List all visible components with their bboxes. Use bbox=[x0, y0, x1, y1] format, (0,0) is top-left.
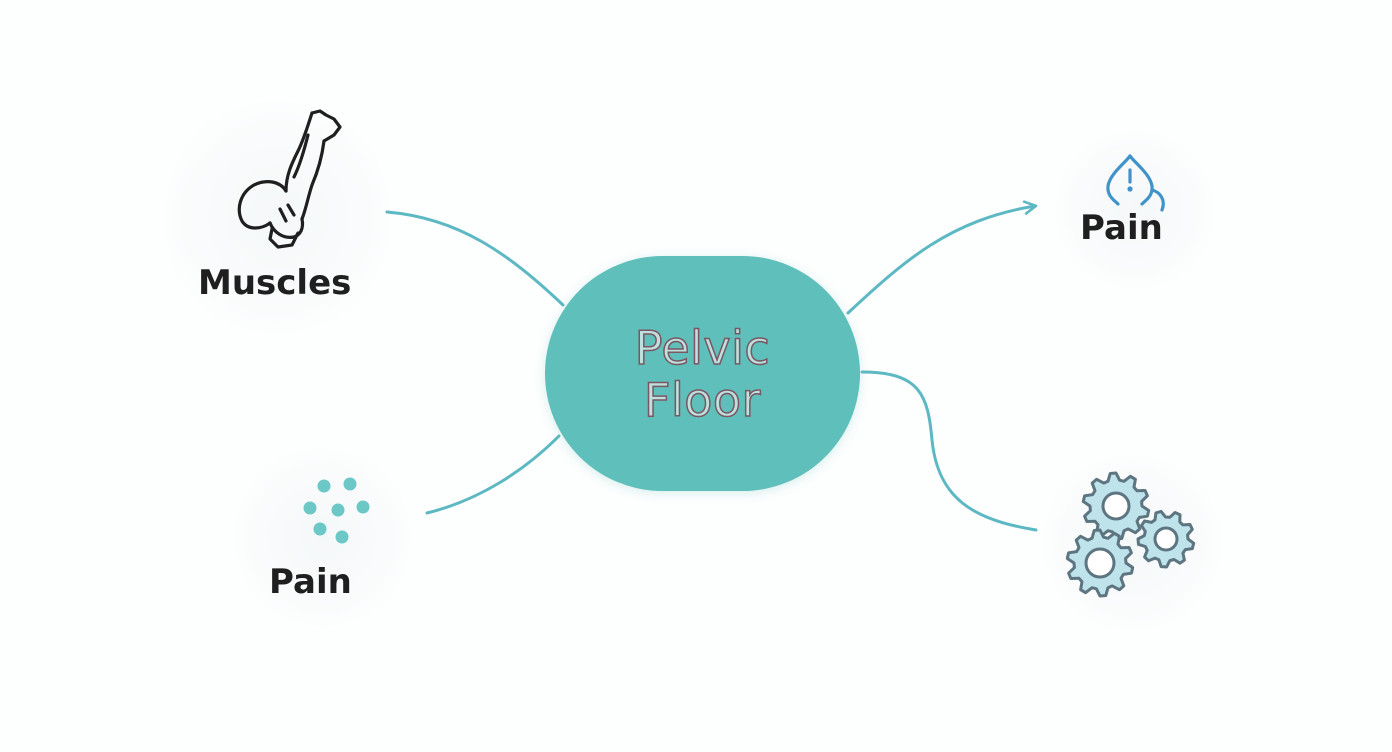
gear-hole-1 bbox=[1101, 491, 1131, 521]
connector-gears bbox=[860, 370, 1038, 532]
muscle-leg-icon bbox=[237, 109, 342, 249]
connector-muscles bbox=[385, 210, 565, 307]
center-label-line1: Pelvic bbox=[634, 321, 771, 375]
pain-right-label[interactable]: Pain bbox=[1080, 208, 1163, 248]
alert-drop-icon bbox=[1106, 154, 1165, 212]
center-node-pelvic-floor[interactable]: Pelvic Floor bbox=[545, 256, 860, 491]
pain-right-halo bbox=[1055, 130, 1215, 290]
muscles-halo bbox=[165, 95, 390, 340]
connector-pain-left bbox=[425, 434, 561, 515]
pain-left-halo bbox=[235, 445, 410, 630]
muscles-label[interactable]: Muscles bbox=[198, 263, 352, 303]
gear-hole-3 bbox=[1084, 547, 1116, 579]
connector-pain-right bbox=[846, 200, 1038, 315]
dots-icon bbox=[303, 477, 370, 544]
center-label-line2: Floor bbox=[643, 373, 761, 427]
gear-hole-2 bbox=[1153, 526, 1179, 552]
center-node-label: Pelvic Floor bbox=[545, 321, 860, 427]
gears-icon[interactable] bbox=[1060, 466, 1210, 606]
pain-left-label[interactable]: Pain bbox=[269, 562, 352, 602]
